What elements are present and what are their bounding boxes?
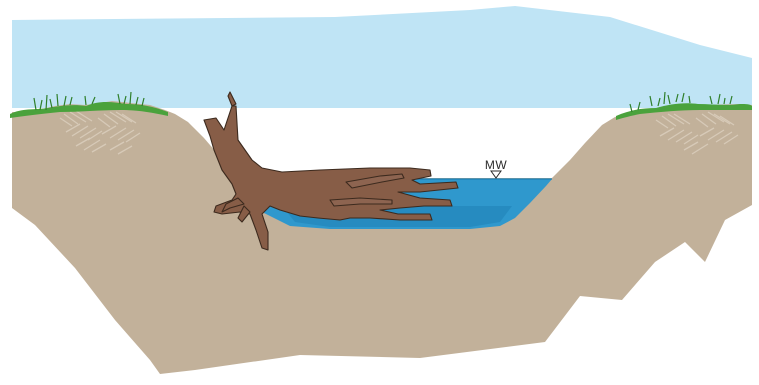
- mean-water-marker: MW: [485, 158, 507, 178]
- mw-label: MW: [485, 158, 507, 172]
- water-level-triangle-icon: [491, 171, 501, 178]
- sky: [12, 6, 752, 108]
